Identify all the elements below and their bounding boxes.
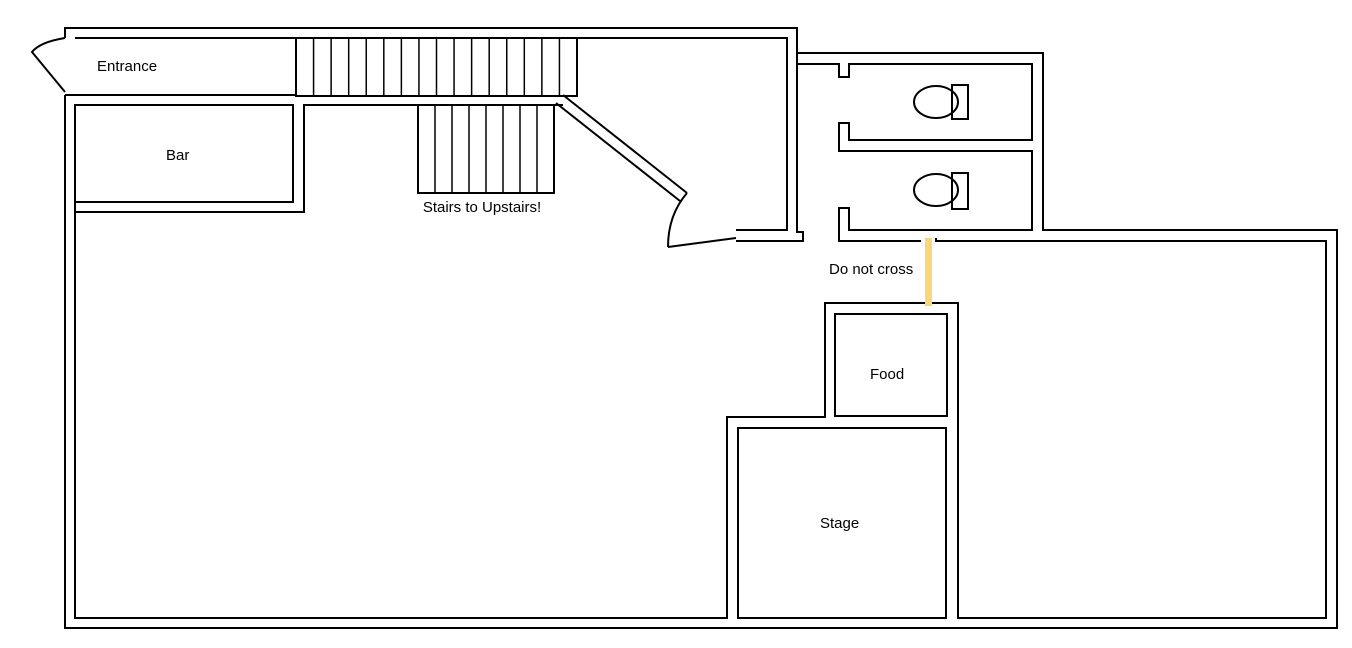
stairs-label: Stairs to Upstairs!	[423, 199, 541, 216]
toilet-icon	[913, 172, 969, 210]
entrance-label: Entrance	[97, 58, 157, 75]
bar-room	[74, 104, 418, 213]
stage-label: Stage	[820, 515, 859, 532]
toilet-block	[736, 53, 1044, 242]
stage-room-outline	[737, 427, 947, 619]
lower-stairs	[417, 104, 563, 194]
food-room	[834, 313, 948, 417]
food-label: Food	[870, 366, 904, 383]
bar-label: Bar	[166, 147, 189, 164]
upper-stairs	[295, 37, 578, 97]
diagonal-wall	[555, 94, 737, 248]
do-not-cross-label: Do not cross	[829, 261, 913, 278]
outer-walls	[64, 27, 1338, 629]
toilet-icon	[913, 84, 969, 120]
